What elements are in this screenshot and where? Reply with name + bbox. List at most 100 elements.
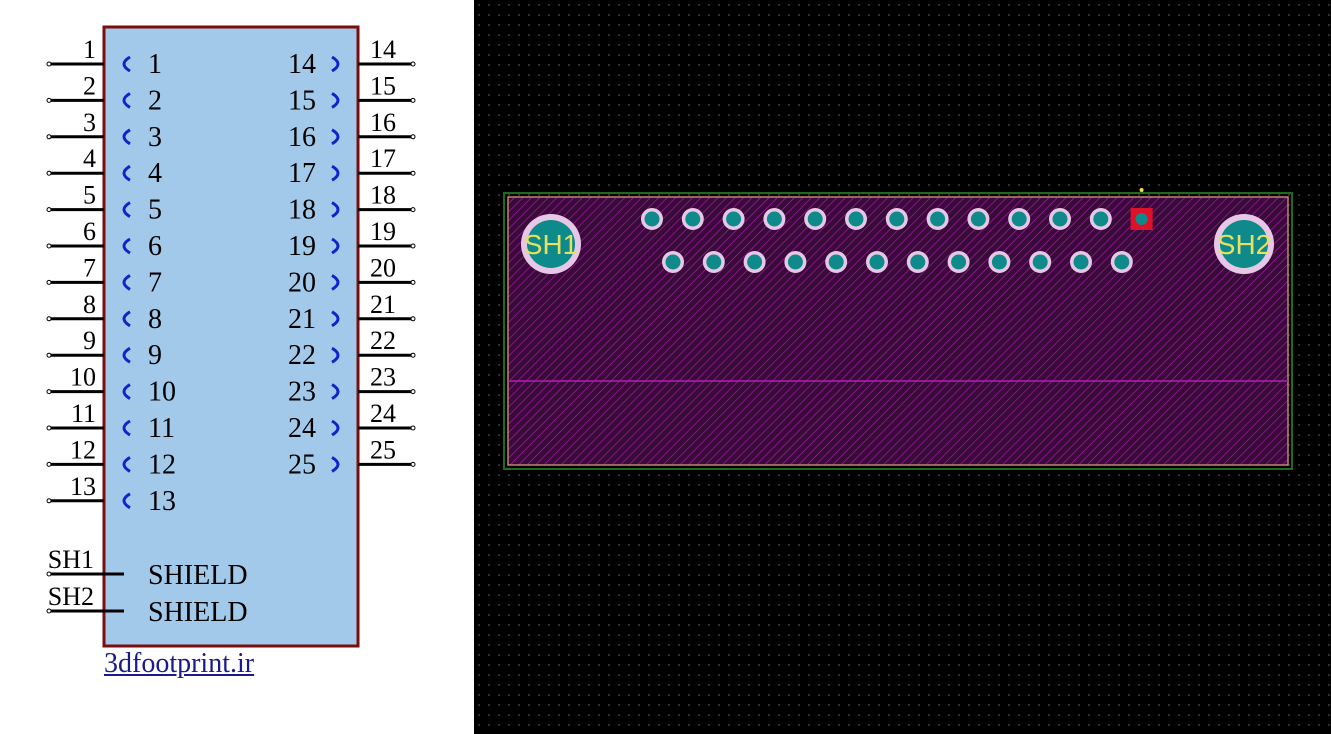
pad-1[interactable]	[641, 208, 663, 230]
pin-clock-icon	[331, 164, 340, 182]
pin-name: 19	[288, 231, 316, 262]
pin-number: 7	[83, 253, 96, 282]
pad-12[interactable]	[1089, 208, 1112, 230]
pad-hole	[766, 211, 782, 227]
pin-number: 5	[83, 181, 96, 210]
pad-hole	[1093, 211, 1109, 227]
pin-endpoint	[46, 316, 52, 322]
website-link[interactable]: 3dfootprint.ir	[104, 648, 255, 679]
pin-number: 13	[70, 472, 96, 501]
pin-clock-icon	[122, 55, 131, 73]
pad-24[interactable]	[1070, 251, 1092, 273]
pad-14[interactable]	[662, 251, 684, 273]
pin-name: 13	[148, 486, 176, 517]
pad-9[interactable]	[967, 208, 990, 230]
pin-clock-icon	[122, 419, 131, 437]
pin-21[interactable]: 21 21	[288, 290, 416, 335]
pin-clock-icon	[122, 128, 131, 146]
pad-hole	[787, 254, 803, 270]
pad-8[interactable]	[926, 208, 949, 230]
component-body-area	[507, 196, 1289, 466]
pin-clock-icon	[331, 419, 340, 437]
pin-name: 6	[148, 231, 162, 262]
pin-name: SHIELD	[148, 597, 248, 628]
pin-number: SH2	[48, 582, 94, 611]
pin-endpoint	[46, 170, 52, 176]
pin-clock-icon	[331, 456, 340, 473]
pin-name: 12	[148, 449, 176, 480]
pin-number: 17	[370, 144, 396, 173]
pad-19[interactable]	[866, 251, 888, 273]
pad-7[interactable]	[885, 208, 908, 230]
pin-endpoint	[46, 425, 52, 431]
pad-5[interactable]	[804, 208, 827, 230]
pcb-footprint: SH1 SH2	[503, 188, 1293, 470]
pad-23[interactable]	[1029, 251, 1052, 273]
pad-10[interactable]	[1008, 208, 1031, 230]
pad-15[interactable]	[702, 251, 725, 273]
component-body	[102, 25, 360, 648]
pad-22[interactable]	[988, 251, 1011, 273]
pad-11[interactable]	[1049, 208, 1071, 230]
mount-hole-sh1[interactable]: SH1	[521, 214, 581, 274]
pad-16[interactable]	[743, 251, 766, 273]
pad-hole	[1073, 254, 1089, 270]
mount-hole-pad	[527, 220, 575, 268]
pin-name: 14	[288, 49, 316, 80]
pin-name: 10	[148, 377, 176, 408]
pad-25[interactable]	[1110, 251, 1133, 273]
pad-6[interactable]	[845, 208, 867, 230]
mount-hole-sh2[interactable]: SH2	[1214, 214, 1274, 274]
pcb-footprint-view: SH1 SH2	[474, 0, 1331, 734]
pad-4[interactable]	[763, 208, 786, 230]
pin-name: 24	[288, 413, 316, 444]
pin-number: 20	[370, 253, 396, 282]
pad-18[interactable]	[825, 251, 848, 273]
pad-hole	[970, 211, 986, 227]
pad-hole	[665, 254, 681, 270]
pin-clock-icon	[122, 346, 131, 364]
pin-clock-icon	[331, 92, 340, 109]
pad-3[interactable]	[722, 208, 745, 230]
pin-number: 6	[83, 217, 96, 246]
pin-endpoint	[46, 389, 52, 395]
pad-2[interactable]	[681, 208, 704, 230]
pin-13[interactable]: 13 13	[46, 472, 176, 517]
pin-name: 3	[148, 122, 162, 153]
pad-13[interactable]	[1130, 208, 1153, 230]
pin-endpoint	[46, 61, 52, 67]
pad-hole	[726, 211, 742, 227]
pin-clock-icon	[122, 492, 131, 510]
pad-17[interactable]	[784, 251, 807, 273]
pin-number: 21	[370, 290, 396, 319]
pad-hole	[1032, 254, 1048, 270]
pad-21[interactable]	[947, 251, 970, 273]
pin-name: 21	[288, 304, 316, 335]
pad-20[interactable]	[906, 251, 929, 273]
